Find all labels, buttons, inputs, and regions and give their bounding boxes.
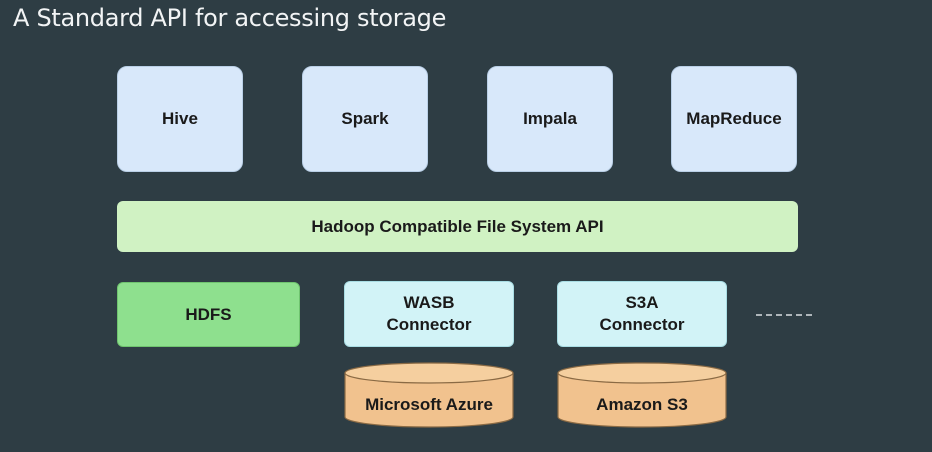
cylinder-shape — [557, 362, 727, 428]
engine-box-hive: Hive — [117, 66, 243, 172]
engine-box-mapreduce: MapReduce — [671, 66, 797, 172]
azure-storage-label: Microsoft Azure — [365, 395, 493, 414]
engine-box-impala: Impala — [487, 66, 613, 172]
s3-storage-cylinder: Amazon S3 — [557, 362, 727, 428]
s3-storage-label: Amazon S3 — [596, 395, 688, 414]
engine-label-mapreduce: MapReduce — [686, 109, 782, 128]
azure-storage-cylinder: Microsoft Azure — [344, 362, 514, 428]
engine-label-hive: Hive — [162, 109, 198, 128]
api-layer-label: Hadoop Compatible File System API — [311, 216, 604, 236]
s3a-connector-line2: Connector — [599, 315, 685, 334]
hdfs-box: HDFS — [117, 282, 300, 347]
cylinder-shape — [344, 362, 514, 428]
engine-label-spark: Spark — [341, 109, 389, 128]
s3a-connector-line1: S3A — [625, 293, 659, 312]
more-connectors-ellipsis — [756, 314, 812, 316]
page-title: A Standard API for accessing storage — [13, 4, 447, 32]
hdfs-label: HDFS — [185, 304, 232, 324]
wasb-connector-line2: Connector — [386, 315, 472, 334]
s3a-connector-box: S3A Connector — [557, 281, 727, 347]
wasb-connector-box: WASB Connector — [344, 281, 514, 347]
api-layer-bar: Hadoop Compatible File System API — [117, 201, 798, 252]
wasb-connector-line1: WASB — [403, 293, 455, 312]
engine-box-spark: Spark — [302, 66, 428, 172]
engine-label-impala: Impala — [523, 109, 577, 128]
